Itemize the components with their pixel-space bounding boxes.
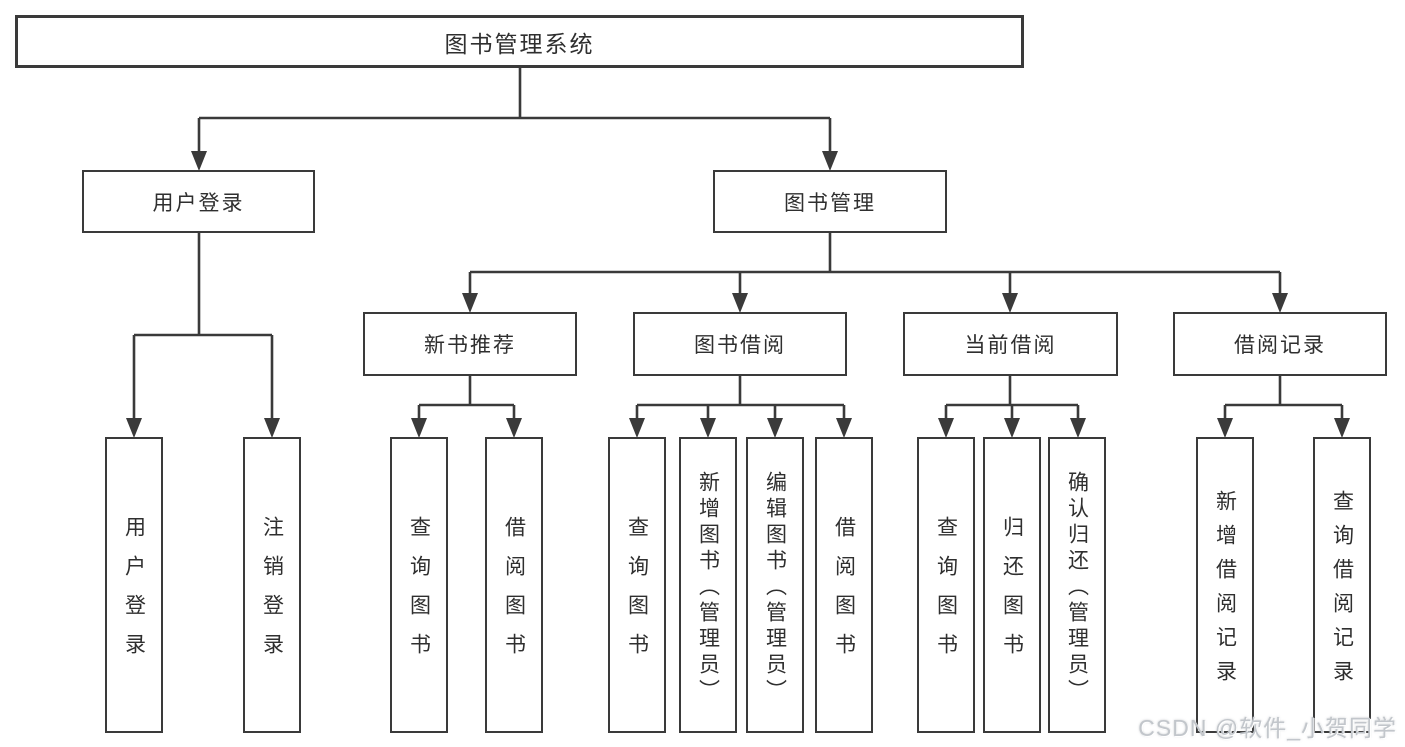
arrowheads: [126, 151, 1350, 438]
connector-current-borrow-to-children: [944, 376, 1080, 420]
node-new-book-recommend: 新书推荐: [363, 312, 577, 376]
connector-borrow-records-to-children: [1223, 376, 1344, 420]
arrow-icon: [506, 418, 522, 438]
arrow-icon: [1070, 418, 1086, 438]
arrow-icon: [1334, 418, 1350, 438]
arrow-icon: [836, 418, 852, 438]
arrow-icon: [462, 293, 478, 313]
node-library-management-system: 图书管理系统: [15, 15, 1024, 68]
arrow-icon: [732, 293, 748, 313]
node-borrow-books-leaf: 借阅图书: [815, 437, 873, 733]
node-add-borrow-record: 新增借阅记录: [1196, 437, 1254, 733]
node-confirm-return-admin: 确认归还（管理员）: [1048, 437, 1106, 733]
node-label: 查询图书: [407, 516, 431, 672]
node-label: 新增图书（管理员）: [696, 470, 720, 705]
node-user-login-leaf: 用户登录: [105, 437, 163, 733]
arrow-icon: [700, 418, 716, 438]
node-book-borrow: 图书借阅: [633, 312, 847, 376]
node-label: 新增借阅记录: [1213, 489, 1237, 694]
csdn-watermark: CSDN @软件_小贺同学: [1138, 715, 1397, 741]
connector-user-login-to-children: [132, 233, 274, 420]
node-label: 查询图书: [934, 516, 958, 672]
arrow-icon: [1272, 293, 1288, 313]
arrow-icon: [1002, 293, 1018, 313]
connector-book-management-to-level3: [468, 233, 1282, 295]
node-label: 确认归还（管理员）: [1065, 470, 1089, 705]
node-query-books-recommend: 查询图书: [390, 437, 448, 733]
node-query-borrow-record: 查询借阅记录: [1313, 437, 1371, 733]
arrow-icon: [411, 418, 427, 438]
connector-root-to-level2: [197, 68, 832, 153]
arrow-icon: [264, 418, 280, 438]
node-label: 借阅图书: [832, 516, 856, 672]
arrow-icon: [938, 418, 954, 438]
node-book-management: 图书管理: [713, 170, 947, 233]
node-label: 查询图书: [625, 516, 649, 672]
node-label: 用户登录: [122, 516, 146, 672]
arrow-icon: [767, 418, 783, 438]
node-label: 归还图书: [1000, 516, 1024, 672]
connector-new-book-recommend-to-children: [417, 376, 516, 420]
node-borrow-records: 借阅记录: [1173, 312, 1387, 376]
arrow-icon: [126, 418, 142, 438]
arrow-icon: [1217, 418, 1233, 438]
node-borrow-books-recommend: 借阅图书: [485, 437, 543, 733]
node-label: 查询借阅记录: [1330, 489, 1354, 694]
node-query-books-current: 查询图书: [917, 437, 975, 733]
node-query-books-borrow: 查询图书: [608, 437, 666, 733]
node-label: 注销登录: [260, 516, 284, 672]
arrow-icon: [1004, 418, 1020, 438]
node-return-book: 归还图书: [983, 437, 1041, 733]
node-edit-book-admin: 编辑图书（管理员）: [746, 437, 804, 733]
connector-book-borrow-to-children: [635, 376, 846, 420]
arrow-icon: [191, 151, 207, 171]
node-current-borrow: 当前借阅: [903, 312, 1118, 376]
node-label: 借阅图书: [502, 516, 526, 672]
node-logout: 注销登录: [243, 437, 301, 733]
arrow-icon: [822, 151, 838, 171]
node-user-login: 用户登录: [82, 170, 315, 233]
node-label: 编辑图书（管理员）: [763, 470, 787, 705]
arrow-icon: [629, 418, 645, 438]
node-add-book-admin: 新增图书（管理员）: [679, 437, 737, 733]
